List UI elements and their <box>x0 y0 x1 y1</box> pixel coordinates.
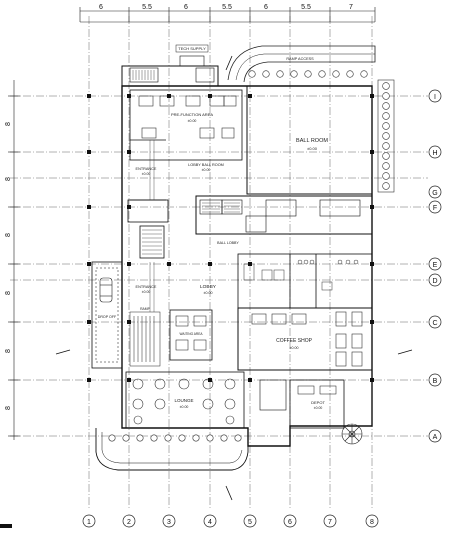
lounge-label: LOUNGE <box>174 398 193 403</box>
entrance-corridor-lines <box>149 140 155 312</box>
dim-top-7: 7 <box>349 4 353 11</box>
grid-row-d: D <box>432 278 437 285</box>
dim-left-3: 8 <box>5 233 12 237</box>
lobby-ballroom-label: LOBBY BALL ROOM <box>188 163 224 167</box>
grid-row-b: B <box>433 378 438 385</box>
column-bubbles <box>82 514 379 528</box>
ballroom <box>246 85 373 195</box>
row-bubble-labels: I H G F E D C B A <box>432 94 437 441</box>
lounge-tables <box>132 378 236 425</box>
dim-top-6: 5.5 <box>301 4 311 11</box>
core-stairs <box>202 202 240 213</box>
top-ramp-trees <box>248 70 368 78</box>
grid-col-6: 6 <box>288 519 292 526</box>
top-dimension-labels: 6 5.5 6 5.5 6 5.5 7 <box>99 4 353 11</box>
grid-col-5: 5 <box>248 519 252 526</box>
left-dimension-chain <box>8 80 20 440</box>
row-grid-lines <box>10 95 428 437</box>
dim-left-1: 8 <box>5 122 12 126</box>
entrance-mid-level: ±0.00 <box>142 290 151 294</box>
dim-left-4: 8 <box>5 291 12 295</box>
dim-left-5: 8 <box>5 349 12 353</box>
grid-col-8: 8 <box>370 519 374 526</box>
top-ramp <box>227 45 376 83</box>
grid-col-4: 4 <box>208 519 212 526</box>
ballroom-level: ±0.00 <box>307 146 318 151</box>
grid-row-e: E <box>433 262 438 269</box>
left-dimension-labels: 8 8 8 8 8 8 <box>5 122 12 410</box>
tech-supply-label-box <box>175 44 209 53</box>
row-bubbles <box>428 89 442 443</box>
ballroom-lobby-label: BALL LOBBY <box>217 241 239 245</box>
waiting-area <box>169 309 213 361</box>
drop-off-zone <box>91 261 123 369</box>
top-dimension-chain <box>79 7 376 23</box>
pre-function-level: ±0.00 <box>188 119 197 123</box>
toilet-fixtures <box>243 259 359 291</box>
pre-function-area <box>129 89 243 161</box>
tech-supply-stair <box>132 70 155 80</box>
grid-row-i: I <box>434 94 436 101</box>
depot-level: ±0.00 <box>314 406 323 410</box>
coffee-shop-label: COFFEE SHOP <box>276 338 313 344</box>
tech-supply-block <box>121 55 219 87</box>
bottom-terrace-trees <box>108 434 242 442</box>
lobby-label: LOBBY <box>200 284 217 290</box>
coffee-shop <box>237 307 373 371</box>
section-markers <box>55 55 413 501</box>
dim-top-4: 5.5 <box>222 4 232 11</box>
left-entrance-band <box>127 139 169 259</box>
grid-row-a: A <box>433 434 438 441</box>
depot-area <box>259 379 345 429</box>
coffee-shop-level: ±0.00 <box>290 346 299 350</box>
car-icon <box>99 277 113 303</box>
pre-function-label: PRE-FUNCTION AREA <box>171 112 213 117</box>
ramp-left-label: RAMP <box>140 307 151 311</box>
pre-function-seating <box>138 95 237 139</box>
ballroom-label: BALL ROOM <box>296 138 328 144</box>
structural-columns <box>87 94 374 382</box>
left-stair <box>142 229 162 255</box>
grid-row-g: G <box>432 190 437 197</box>
lounge-level: ±0.00 <box>180 405 189 409</box>
core-services <box>195 195 373 235</box>
tech-supply-label: TECH SUPPLY <box>178 46 206 51</box>
drop-off-label: DROP OFF <box>98 315 117 319</box>
coffee-shop-tables <box>251 311 363 367</box>
entrance-top-label: ENTRANCE <box>136 167 157 171</box>
waiting-area-label: WAITING AREA <box>180 332 204 336</box>
spiral-stair <box>341 423 363 445</box>
entrance-top-level: ±0.00 <box>142 172 151 176</box>
column-bubble-labels: 1 2 3 4 5 6 7 8 <box>87 519 374 526</box>
scale-bar <box>0 524 12 528</box>
grid-row-c: C <box>432 320 437 327</box>
dim-left-6: 8 <box>5 406 12 410</box>
bottom-terrace <box>95 428 249 471</box>
right-facade-trees <box>382 82 390 190</box>
lounge <box>125 371 245 429</box>
grid-col-3: 3 <box>167 519 171 526</box>
toilets-block <box>237 253 373 309</box>
dim-top-3: 6 <box>184 4 188 11</box>
grid-col-2: 2 <box>127 519 131 526</box>
ramp-top-label: RAMP ACCESS <box>286 57 314 61</box>
grid-row-f: F <box>433 205 437 212</box>
depot-label: DEPOT <box>311 400 325 405</box>
dim-top-5: 6 <box>264 4 268 11</box>
lobby-ballroom-level: ±0.00 <box>202 168 211 172</box>
lobby-level: ±0.00 <box>204 291 213 295</box>
entrance-mid-label: ENTRANCE <box>136 285 157 289</box>
right-planter <box>377 79 395 193</box>
grid-col-1: 1 <box>87 519 91 526</box>
grid-row-h: H <box>432 150 437 157</box>
dim-left-2: 8 <box>5 177 12 181</box>
dim-top-2: 5.5 <box>142 4 152 11</box>
left-ramp <box>129 311 161 367</box>
grid-col-7: 7 <box>328 519 332 526</box>
dim-top-1: 6 <box>99 4 103 11</box>
